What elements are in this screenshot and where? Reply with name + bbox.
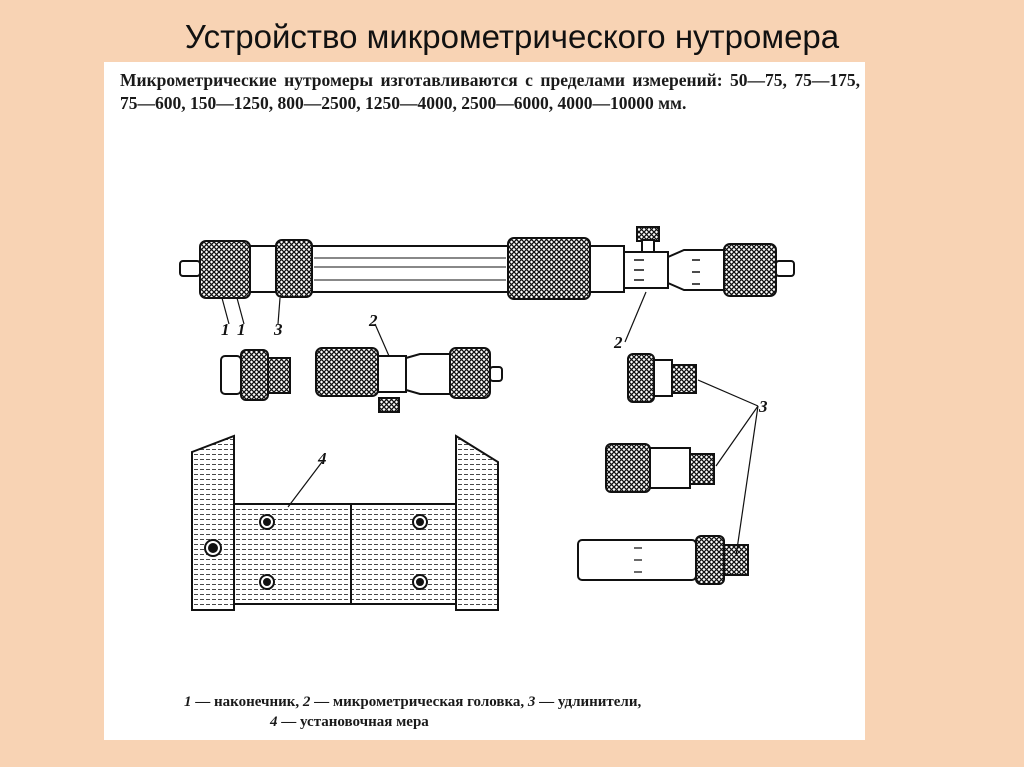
caption-key-2: 2 bbox=[302, 694, 311, 710]
caption-text-2: — микрометрическая головка, bbox=[310, 694, 528, 710]
callout-2a: 2 bbox=[368, 311, 378, 330]
extension-long bbox=[577, 535, 749, 585]
micrometer-figure: 1 1 3 2 2 3 4 bbox=[179, 226, 795, 611]
extension-short bbox=[627, 353, 697, 403]
callout-4: 4 bbox=[317, 449, 327, 468]
figure-caption: 1 — наконечник, 2 — микрометрическая гол… bbox=[184, 692, 784, 732]
callout-1a: 1 bbox=[221, 320, 230, 339]
caption-text-1: — наконечник, bbox=[191, 694, 303, 710]
caption-text-3: — удлинители, bbox=[535, 694, 642, 710]
caption-key-3: 3 bbox=[527, 694, 536, 710]
callout-lines bbox=[221, 291, 647, 343]
slide-title: Устройство микрометрического нутромера bbox=[184, 18, 840, 55]
tip-piece bbox=[220, 349, 291, 401]
intro-text: Микрометрические нутромеры изготавливают… bbox=[120, 70, 860, 113]
callout-3b: 3 bbox=[758, 397, 768, 416]
caption-text-4: — установочная мера bbox=[277, 714, 429, 730]
assembled-micrometer bbox=[179, 226, 795, 300]
callout-2b: 2 bbox=[613, 333, 623, 352]
caption-key-4: 4 bbox=[270, 714, 278, 730]
callout-3a: 3 bbox=[273, 320, 283, 339]
callout-1b: 1 bbox=[237, 320, 246, 339]
caption-key-1: 1 bbox=[184, 694, 192, 710]
document-scan: Микрометрические нутромеры изготавливают… bbox=[104, 62, 865, 740]
micrometer-head-piece bbox=[315, 347, 503, 413]
setting-gauge bbox=[191, 434, 499, 611]
extension-medium bbox=[605, 443, 715, 493]
